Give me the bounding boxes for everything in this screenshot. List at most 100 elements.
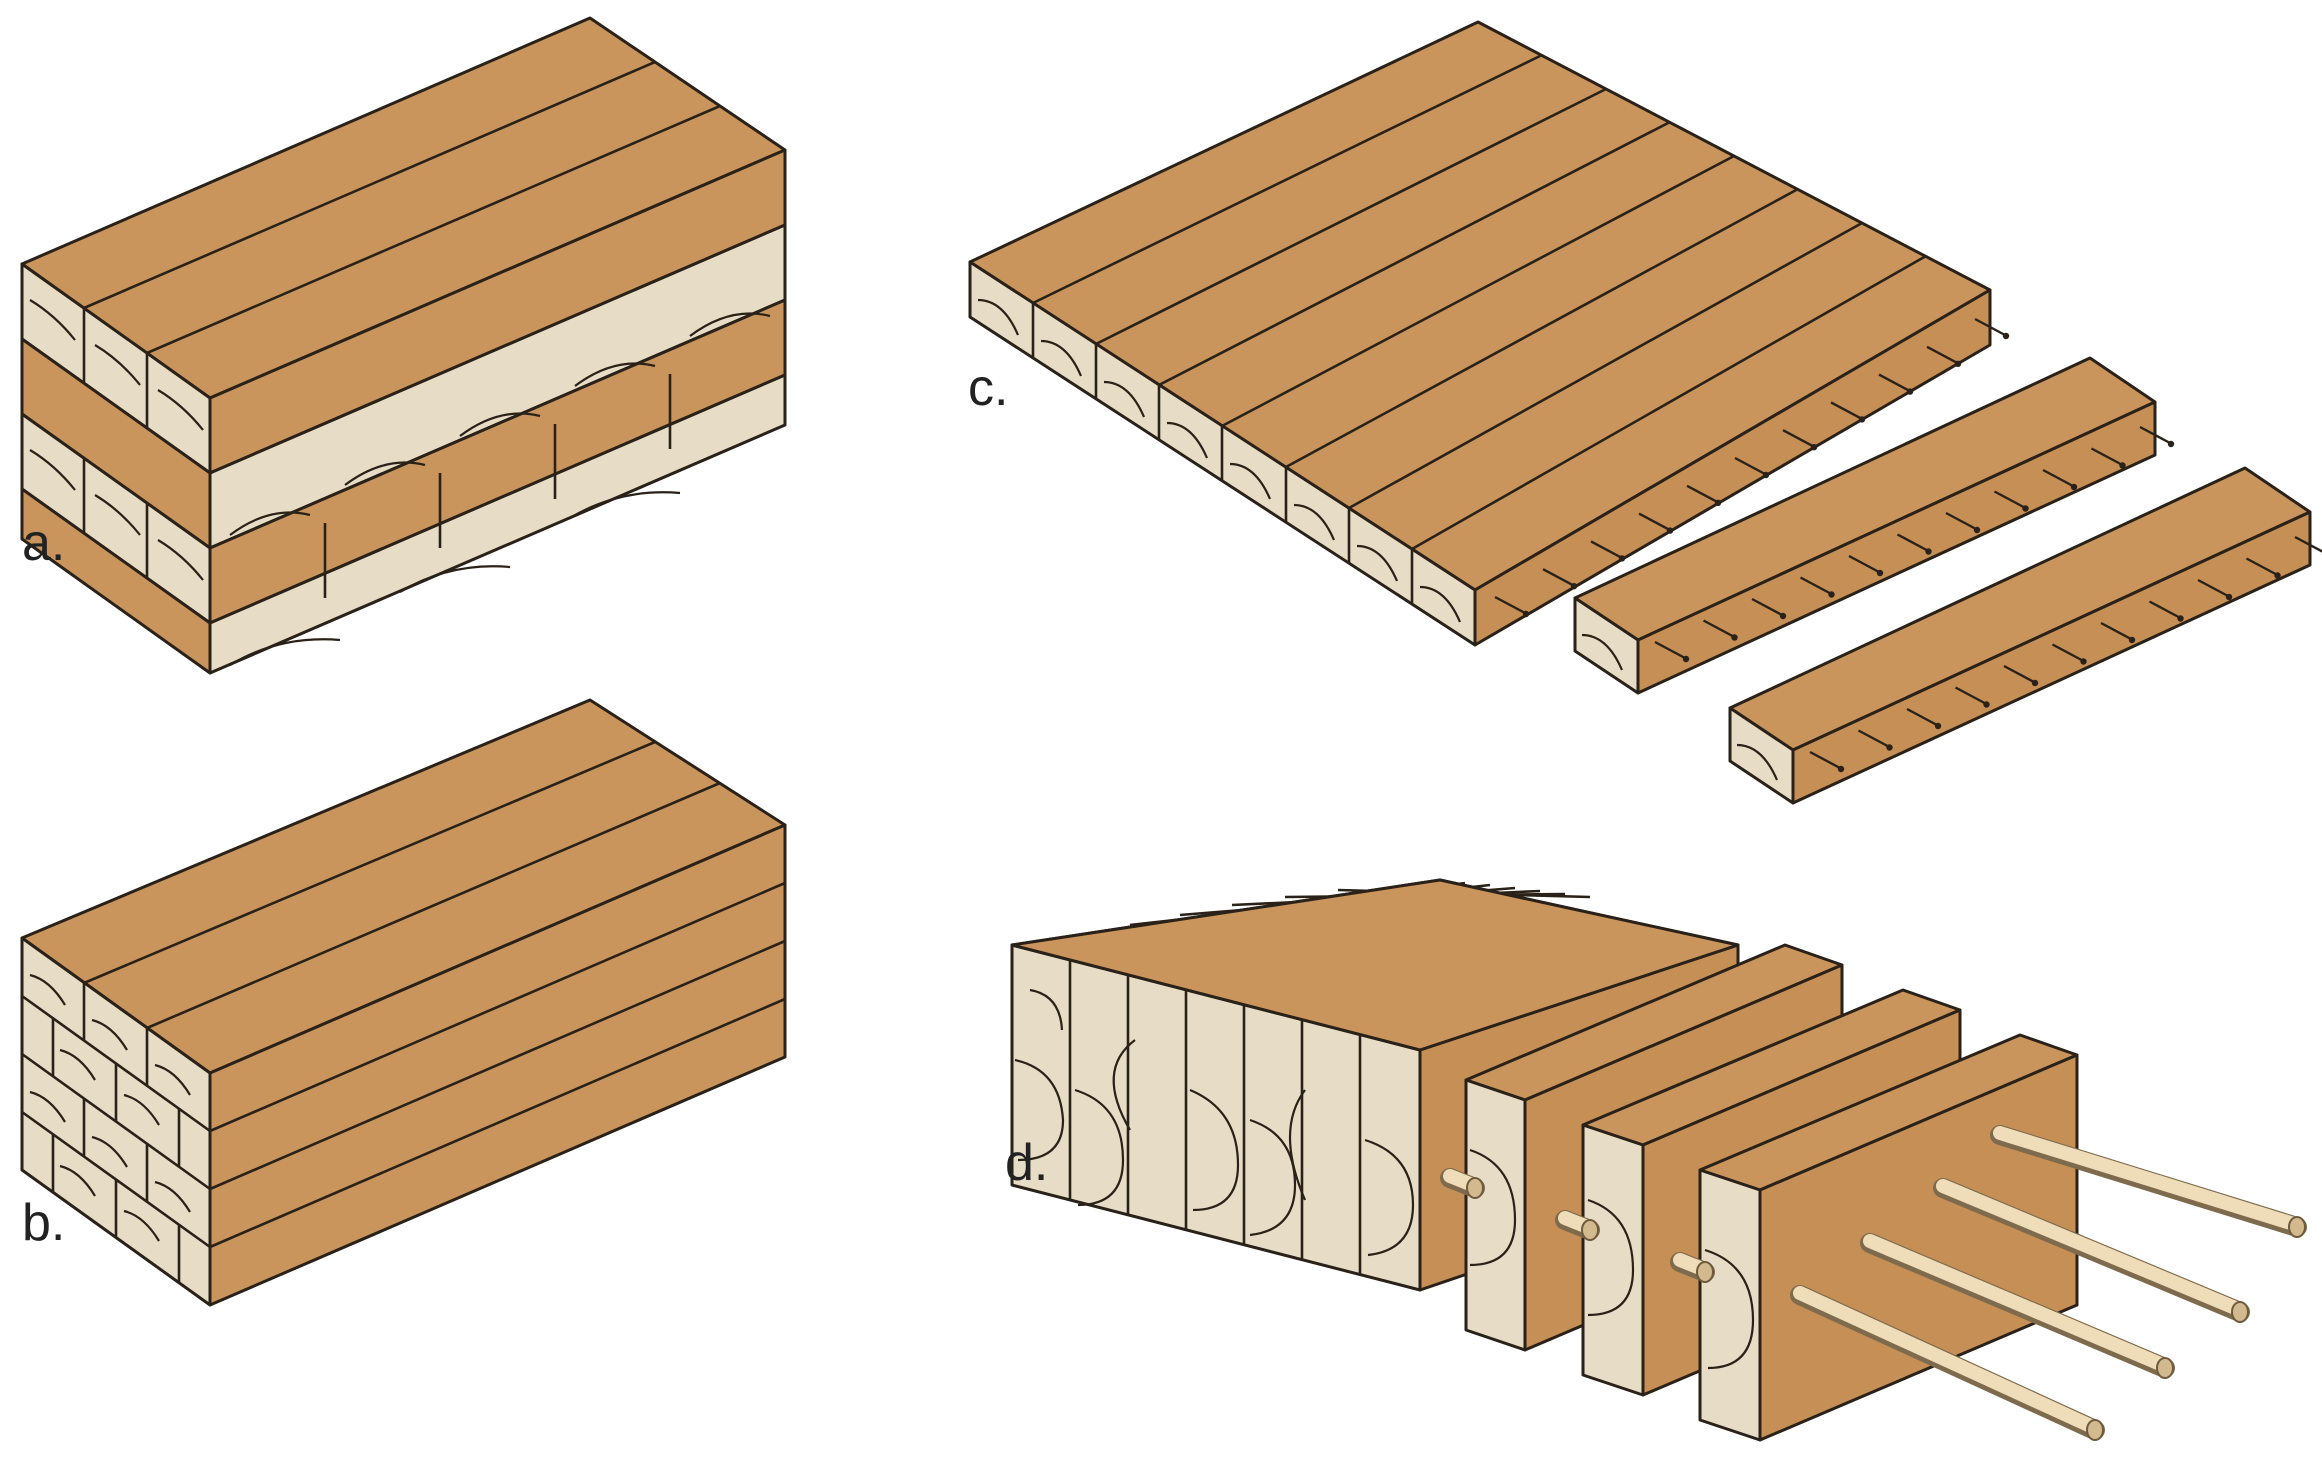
nail <box>1848 554 1880 574</box>
nail <box>1751 597 1783 617</box>
nail <box>2197 578 2229 598</box>
panel-a-top-seams <box>83 60 721 355</box>
dowel-end <box>1581 1219 1599 1241</box>
panel-b-end-grain-pattern <box>21 973 211 1282</box>
nail <box>2245 557 2278 576</box>
panel-c-nails <box>1494 317 2322 773</box>
panel-c-top-seams <box>1032 53 1927 551</box>
dowel-highlight <box>1793 1286 2102 1435</box>
nail <box>2042 468 2074 488</box>
nail <box>1906 707 1938 727</box>
panel-d-dowel-laminated-panel <box>1010 878 2307 1442</box>
nail-head <box>1810 444 1818 451</box>
nail <box>1799 576 1832 595</box>
nail <box>1809 750 1841 770</box>
panel-c-lamina-2-ring <box>1736 743 1779 781</box>
dowel-highlight <box>1863 1234 2172 1373</box>
nail-head <box>1925 548 1932 555</box>
nail <box>1974 317 2006 337</box>
nail <box>1494 595 1526 615</box>
nail <box>1993 490 2026 509</box>
nail <box>1896 533 1929 552</box>
nail-head <box>2002 332 2010 340</box>
nail-head <box>1828 591 1835 598</box>
panel-c-lamina-1-ring <box>1581 633 1624 671</box>
dowel-end <box>1466 1177 1484 1199</box>
panel-d-main-top <box>1010 878 1740 1052</box>
nail-head <box>2119 462 2126 469</box>
dowel-end <box>2288 1216 2306 1238</box>
panel-b-right-seams <box>209 881 786 1249</box>
nail-head <box>1762 471 1770 479</box>
panel-d-board-1-ring <box>1469 1148 1517 1267</box>
dowel-end <box>1696 1261 1714 1283</box>
nail-head <box>1779 612 1787 620</box>
nail <box>2294 535 2322 553</box>
nail-head <box>1837 765 1845 773</box>
dowel-highlight <box>1993 1126 2304 1232</box>
nail-head <box>1954 360 1962 367</box>
nail <box>1542 568 1574 587</box>
nail-head <box>2177 615 2184 622</box>
panel-d-board-3-end <box>1698 1168 1762 1442</box>
nail-head <box>2022 505 2029 512</box>
dowel-end <box>2156 1357 2174 1379</box>
nail <box>1857 729 1890 748</box>
nail <box>1954 686 1987 705</box>
nail <box>1654 640 1686 660</box>
nail <box>1734 456 1766 476</box>
panel-b-top-seams <box>83 740 721 1030</box>
panel-d-board-2-end <box>1581 1123 1645 1397</box>
nail <box>2139 425 2171 445</box>
nail-head <box>2031 679 2039 687</box>
panel-a-front-layer-4 <box>20 487 212 675</box>
nail-head <box>2167 440 2175 448</box>
nail-head <box>1666 527 1674 534</box>
label-panel-b: b. <box>22 1194 65 1252</box>
nail-head <box>1682 655 1690 663</box>
nail-head <box>1522 610 1530 618</box>
panel-d-main-end-pattern <box>1014 960 1415 1275</box>
nail <box>2148 600 2181 619</box>
nail-head <box>1570 583 1578 590</box>
panel-d-dowels <box>1440 1125 2307 1441</box>
label-panel-d: d. <box>1005 1134 1048 1192</box>
panel-c-nail-laminated-panel <box>968 20 2322 805</box>
nail <box>1638 512 1670 531</box>
nail-head <box>2128 636 2136 644</box>
nail <box>1702 619 1735 638</box>
panel-b-glue-laminated-block <box>20 698 787 1307</box>
nail <box>2100 621 2132 641</box>
nail <box>1878 373 1910 392</box>
panel-c-end-grain-pattern <box>977 298 1462 623</box>
nail-head <box>1876 569 1884 577</box>
panel-a-front-grain <box>29 299 204 581</box>
dowel-end <box>2086 1419 2104 1441</box>
dowel-highlight <box>1936 1179 2247 1317</box>
nail-head <box>2080 658 2087 665</box>
panel-a-cross-laminated-block <box>20 16 787 675</box>
nail <box>1686 484 1718 503</box>
nail <box>2090 447 2123 466</box>
nail-head <box>1731 634 1738 641</box>
panel-a-right-grain <box>229 312 771 666</box>
nail <box>1830 401 1862 420</box>
nail-head <box>1618 555 1626 562</box>
dowel-end <box>2231 1301 2249 1323</box>
nail <box>2003 664 2035 684</box>
panel-d-board-2-ring <box>1587 1198 1635 1317</box>
nail-head <box>1934 722 1942 730</box>
nail-head <box>1973 526 1981 534</box>
panel-d-board-1-end <box>1464 1078 1527 1352</box>
nail <box>1590 540 1622 559</box>
nail-head <box>1983 701 1990 708</box>
nail-head <box>1906 388 1914 395</box>
nail-head <box>1886 744 1893 751</box>
nail-head <box>1714 499 1722 506</box>
nail <box>1782 429 1814 448</box>
label-panel-c: c. <box>968 359 1008 417</box>
nail-head <box>2225 593 2233 601</box>
nail-head <box>1858 416 1866 423</box>
nail-head <box>2070 483 2078 491</box>
